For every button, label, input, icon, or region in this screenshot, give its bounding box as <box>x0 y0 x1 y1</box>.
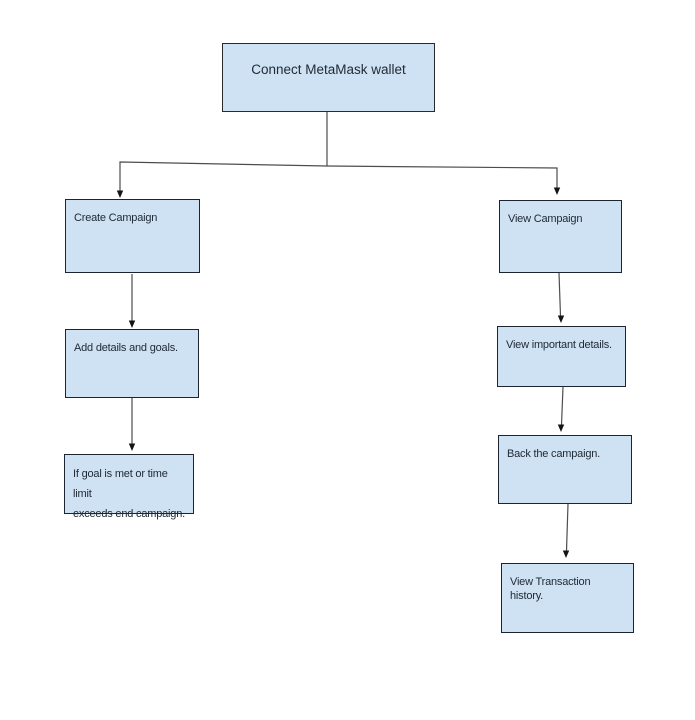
connector-branch-left <box>119 161 328 191</box>
connector-view-to-important <box>558 272 562 317</box>
arrowhead-create-to-details <box>128 320 136 328</box>
arrowhead-view-to-important <box>557 315 565 323</box>
node-label-line: exceeds end campaign. <box>73 508 185 520</box>
node-label: View Transaction history. <box>510 576 591 602</box>
node-label: Back the campaign. <box>507 448 601 460</box>
node-label: Create Campaign <box>74 212 158 224</box>
node-label: Add details and goals. <box>74 342 178 354</box>
connector-important-to-back <box>560 386 564 426</box>
connector-back-to-history <box>565 503 569 552</box>
arrowhead-right-branch <box>553 187 561 195</box>
node-label: If goal is met or time limit exceeds end… <box>65 455 193 524</box>
connector-branch-right <box>326 165 558 188</box>
arrowhead-details-to-end <box>128 443 136 451</box>
node-view-campaign: View Campaign <box>499 200 622 273</box>
arrowhead-left-branch <box>116 190 124 198</box>
arrowhead-important-to-back <box>557 424 565 432</box>
node-view-important-details: View important details. <box>497 326 626 387</box>
arrowhead-back-to-history <box>562 550 570 558</box>
node-label: View important details. <box>506 339 612 351</box>
node-add-details-and-goals: Add details and goals. <box>65 329 199 398</box>
node-back-the-campaign: Back the campaign. <box>498 435 632 504</box>
node-label: View Campaign <box>508 213 583 225</box>
node-view-transaction-history: View Transaction history. <box>501 563 634 633</box>
node-connect-metamask-wallet: Connect MetaMask wallet <box>222 43 435 112</box>
node-label: Connect MetaMask wallet <box>251 62 406 77</box>
node-create-campaign: Create Campaign <box>65 199 200 273</box>
node-end-campaign-condition: If goal is met or time limit exceeds end… <box>64 454 194 520</box>
node-label-line: If goal is met or time limit <box>73 468 168 500</box>
